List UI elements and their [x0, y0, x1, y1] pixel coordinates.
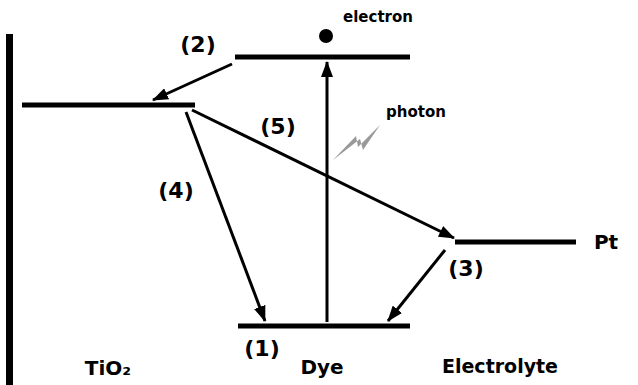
- arrow-recombination-dye: [186, 112, 265, 321]
- callout-number: (2): [180, 32, 215, 58]
- material-label: TiO₂: [85, 356, 131, 380]
- electron-label: electron: [343, 8, 413, 26]
- tio2-particle: [14, 81, 92, 135]
- tio2-particle: [14, 331, 92, 385]
- platinum-shape: [566, 32, 638, 385]
- particle-gap: [69, 230, 79, 236]
- particle-gap: [69, 280, 79, 286]
- material-label: Pt: [594, 230, 618, 254]
- tio2-particle: [14, 181, 92, 235]
- tio2-particle: [14, 131, 92, 185]
- particle-gap: [119, 80, 129, 86]
- tio2-particle: [108, 31, 192, 85]
- platinum-electrode: [572, 32, 638, 385]
- platinum-counter-electrode: Pt: [566, 32, 638, 385]
- particle-gap: [69, 80, 79, 86]
- tio2-particle: [108, 131, 192, 185]
- tio2-particle: [108, 281, 192, 335]
- dye-ground-level: [238, 324, 410, 329]
- dye-excited-level: [235, 55, 410, 60]
- tio2-particle: [14, 31, 92, 85]
- electron-dot: [319, 29, 333, 43]
- arrow-recombination-electrolyte: [192, 110, 454, 238]
- particle-gap: [69, 130, 79, 136]
- back-electrode: [6, 34, 13, 385]
- component-label: Electrolyte: [442, 355, 558, 378]
- tio2-particle: [108, 231, 192, 285]
- tio2-particles: [14, 30, 196, 385]
- tio2-particle: [58, 31, 142, 85]
- tio2-particle: [58, 131, 142, 185]
- particle-gap: [119, 330, 129, 336]
- photon-symbol: [333, 125, 380, 160]
- tio2-particle: [58, 181, 142, 235]
- particle-gap: [119, 230, 129, 236]
- particle-gap: [119, 130, 129, 136]
- particle-gap: [119, 180, 129, 186]
- callout-number: (4): [158, 178, 193, 204]
- callout-number: (3): [448, 256, 483, 282]
- photon-label: photon: [386, 103, 446, 121]
- tio2-particle: [108, 81, 192, 135]
- arrow-regeneration: [388, 250, 445, 321]
- component-label: Dye: [300, 355, 343, 379]
- tio2-conduction-level: [22, 103, 195, 108]
- tio2-particle: [58, 281, 142, 335]
- particle-gap: [69, 330, 79, 336]
- tio2-particle: [58, 331, 142, 385]
- tio2-particle: [14, 231, 92, 285]
- tio2-particle: [14, 281, 92, 335]
- tio2-particle: [58, 231, 142, 285]
- electrolyte-level: [455, 240, 576, 245]
- callout-number: (5): [260, 114, 295, 140]
- callout-number: (1): [244, 336, 279, 362]
- arrow-injection: [153, 64, 232, 100]
- particle-gap: [69, 180, 79, 186]
- particle-gap: [119, 280, 129, 286]
- tio2-particle-layer: TiO₂: [14, 30, 196, 385]
- arrow-excitation: [326, 62, 329, 322]
- tio2-particle: [58, 81, 142, 135]
